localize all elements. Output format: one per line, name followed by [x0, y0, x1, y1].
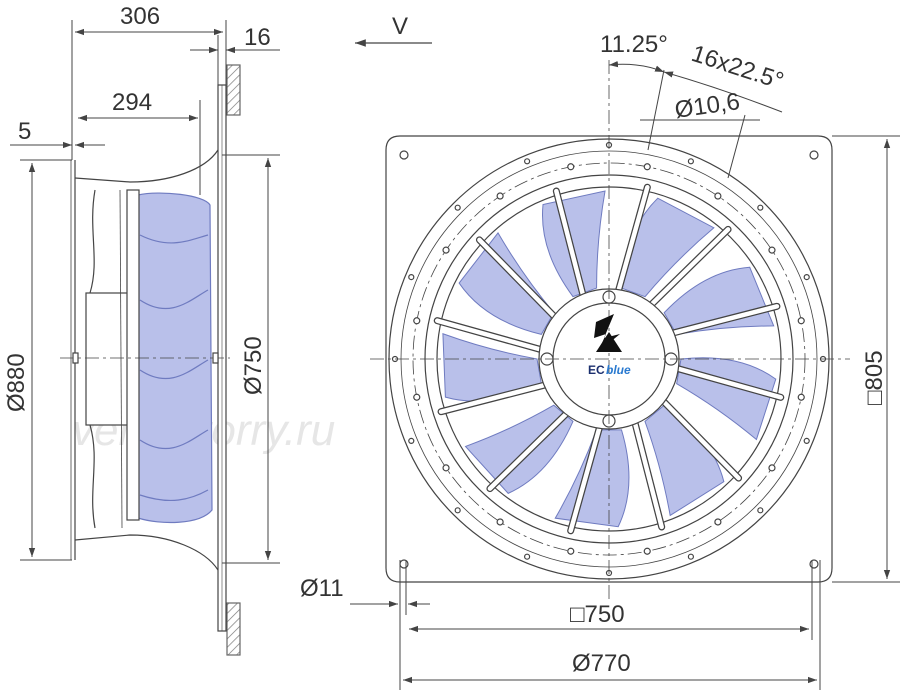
dim-16-label: 16: [244, 24, 271, 51]
bolt-hole: [496, 518, 504, 526]
dim-11-label: Ø11: [300, 575, 344, 602]
impeller-blade: [458, 231, 555, 335]
hole-leader: [727, 114, 746, 179]
inlet-nozzle: [74, 149, 219, 571]
nozzle-hole: [803, 437, 810, 444]
dim-750-square-label: □750: [570, 601, 625, 628]
dim-angle-2-arc: [663, 71, 783, 113]
logo-prefix: EC: [588, 363, 605, 377]
guard-spoke-fill: [676, 366, 784, 400]
nozzle-hole: [803, 274, 810, 281]
corner-hole: [399, 150, 409, 160]
guard-spoke-fill: [568, 426, 602, 534]
motor-ribs: [89, 189, 96, 529]
guard-spoke-fill: [616, 184, 650, 292]
guard-spoke-fill: [661, 399, 741, 481]
ebm-logo-icon: [594, 314, 622, 352]
bolt-hole: [413, 317, 421, 325]
bolt-hole: [797, 317, 805, 325]
impeller-blade: [542, 190, 606, 298]
dim-5-label: 5: [18, 118, 31, 145]
nozzle-hole: [408, 437, 415, 444]
dim-hole-label: Ø10,6: [673, 88, 742, 124]
side-view: [60, 64, 241, 656]
bolt-hole: [643, 547, 651, 555]
view-label: V: [392, 13, 408, 40]
nozzle-hole: [454, 507, 461, 514]
bolt-hole: [714, 192, 722, 200]
bolt-hole: [567, 547, 575, 555]
guard-spoke-fill: [434, 318, 542, 352]
bolt-hole: [768, 464, 776, 472]
impeller-blade: [554, 429, 630, 528]
impeller-side: [137, 192, 213, 524]
corner-hole: [399, 559, 409, 569]
guard-spoke-fill: [671, 304, 780, 336]
nozzle-hole: [408, 274, 415, 281]
bolt-hole: [768, 246, 776, 254]
motor-housing: [85, 292, 131, 426]
bolt-hole: [714, 518, 722, 526]
side-dimensions: [10, 20, 280, 564]
dim-angle-1-label: 11.25°: [600, 31, 668, 58]
nozzle-hole: [524, 158, 531, 165]
dim-750-label: Ø750: [240, 336, 267, 395]
guard-spoke-fill: [649, 227, 731, 307]
impeller-hub-plate: [126, 189, 140, 521]
bolt-hole: [496, 192, 504, 200]
bolt-hole: [442, 246, 450, 254]
front-dimensions: [350, 60, 900, 690]
impeller-blade: [464, 404, 574, 494]
wall-hatch-bottom: [226, 602, 241, 656]
guard-spoke-fill: [487, 411, 569, 491]
dim-294-label: 294: [112, 89, 152, 116]
dim-880-label: Ø880: [3, 353, 30, 412]
dim-805-label: □805: [861, 350, 888, 405]
corner-hole: [809, 150, 819, 160]
guard-spoke-fill: [632, 421, 664, 530]
guard-spokes: [433, 183, 785, 535]
nozzle-hole: [757, 204, 764, 211]
dim-angle-1-arc: [608, 60, 665, 73]
nozzle-hole: [687, 158, 694, 165]
nozzle-hole: [524, 553, 531, 560]
dim-306-label: 306: [120, 3, 160, 30]
nozzle-hole: [757, 507, 764, 514]
guard-spoke-fill: [554, 188, 586, 297]
wall-hatch-top: [226, 64, 241, 116]
bolt-hole: [413, 393, 421, 401]
dim-770-label: Ø770: [572, 650, 631, 677]
nozzle-hole: [687, 553, 694, 560]
dim-angle-2-label: 16x22.5°: [688, 40, 787, 95]
corner-holes: [399, 150, 819, 569]
bolt-hole: [797, 393, 805, 401]
guard-spoke-fill: [477, 237, 557, 319]
bolt-hole: [567, 163, 575, 171]
bolt-holes: [391, 141, 827, 577]
logo-suffix: blue: [606, 363, 631, 377]
guard-spoke-fill: [438, 382, 547, 414]
bolt-hole: [643, 163, 651, 171]
nozzle-hole: [454, 204, 461, 211]
front-view: [370, 60, 850, 600]
corner-hole: [809, 559, 819, 569]
bolt-hole: [442, 464, 450, 472]
